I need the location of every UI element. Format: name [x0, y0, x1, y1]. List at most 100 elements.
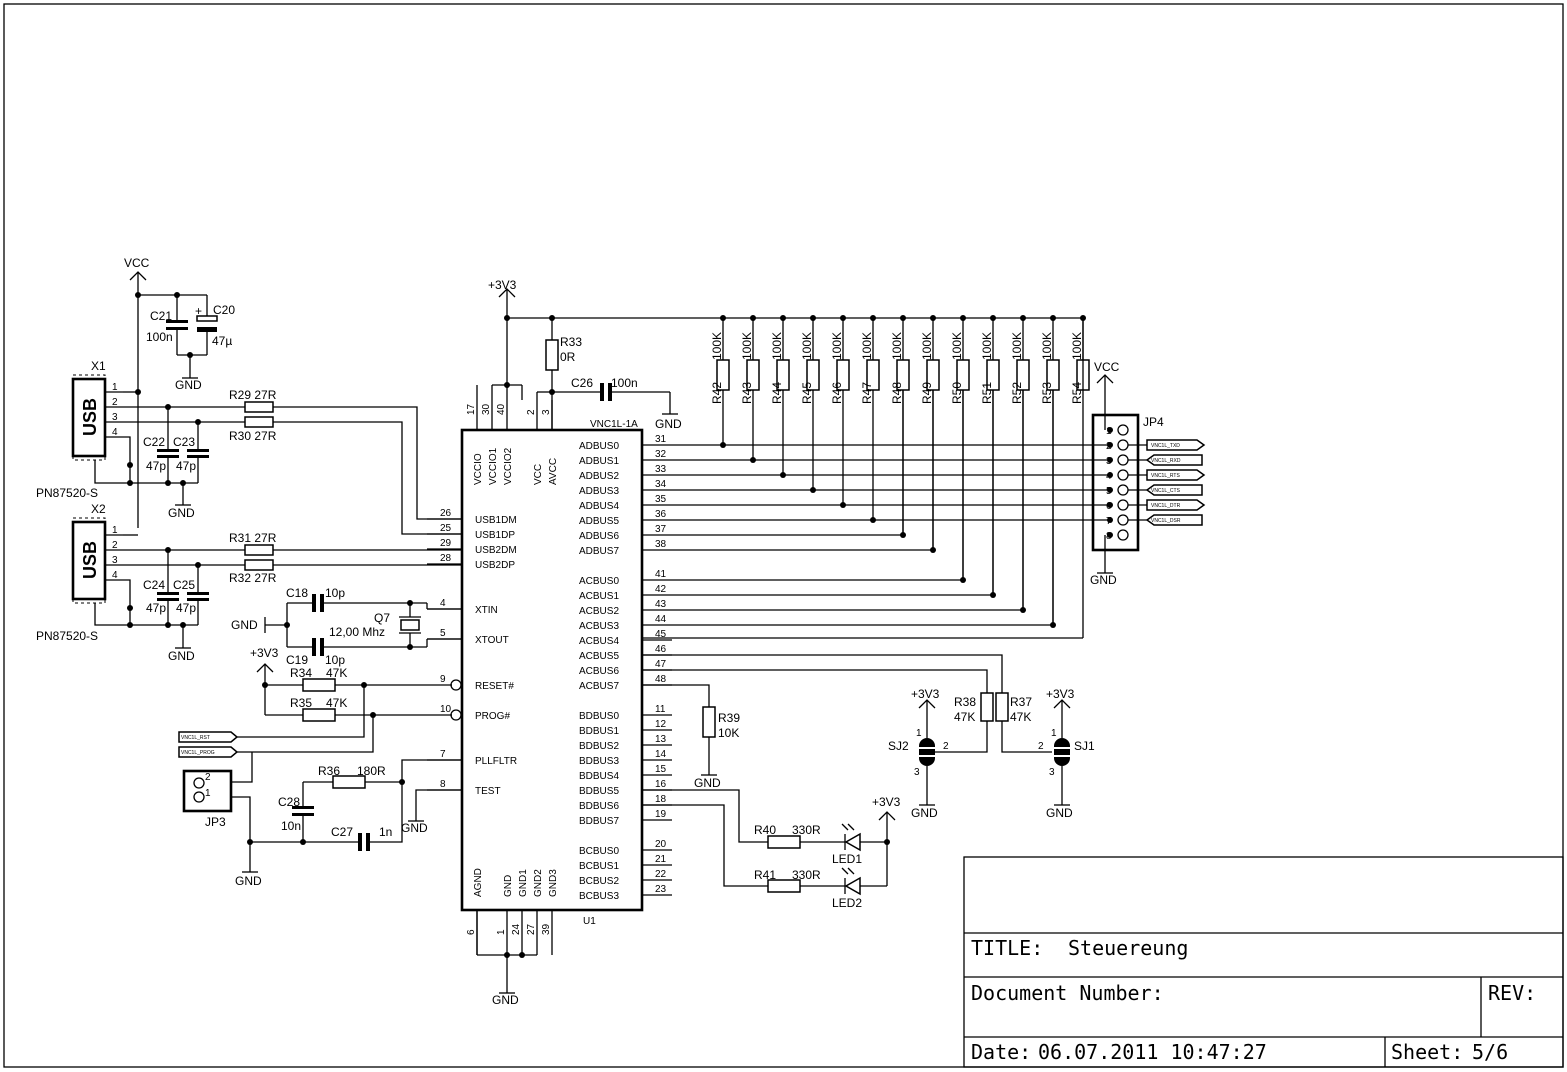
junction-dot: [930, 315, 936, 321]
r40-value: 330R: [792, 823, 821, 837]
ic-pin-38-number: 38: [655, 539, 667, 550]
ic-pin-17-number: 17: [466, 403, 477, 415]
gnd-label-r39: GND: [694, 776, 721, 790]
jp4-pin-7: [1117, 514, 1129, 526]
usb-pin-1: 1: [112, 525, 118, 536]
resistor-r38: [980, 692, 994, 722]
ic-pin-7-number: 7: [440, 749, 446, 760]
capacitor-c28: [292, 806, 314, 809]
v33-label-sj2: +3V3: [911, 687, 940, 701]
c19-value: 10p: [325, 653, 345, 667]
resistor-r33: [545, 339, 559, 371]
junction-dot: [1107, 532, 1113, 538]
junction-dot: [960, 315, 966, 321]
junction-dot: [810, 315, 816, 321]
r35-ref: R35: [290, 696, 312, 710]
net-rst-label: VNC1L_RST: [181, 735, 210, 741]
resistor-r29: [244, 401, 274, 413]
ic-pin-24-name: GND1: [518, 869, 529, 897]
ic-pin-9-name: RESET#: [475, 681, 514, 692]
ic-pin-3-name: AVCC: [548, 458, 559, 485]
pullup-resistor-array: R42100KR43100KR44100KR45100KR46100KR4710…: [672, 315, 1110, 628]
gnd-label-c20: GND: [175, 378, 202, 392]
ic-pin-20-number: 20: [655, 839, 667, 850]
ic-pin-30-name: VCCIO1: [488, 447, 499, 485]
ic-pin-15-name: BDBUS4: [579, 771, 619, 782]
sj2-pin-2: 2: [943, 741, 949, 752]
vcc-label-usb: VCC: [124, 256, 150, 270]
r37-ref: R37: [1010, 695, 1032, 709]
usb-series-resistors: R29 27R R30 27R R31 27R R32 27R C22 C23 …: [94, 388, 462, 663]
jp4-pin-5: [1117, 484, 1129, 496]
ic-pin-36-number: 36: [655, 509, 667, 520]
ic-pin-14-name: BDBUS3: [579, 756, 619, 767]
resistor-r34: [302, 678, 336, 692]
resistor-r40: [767, 835, 801, 849]
c19-ref: C19: [286, 653, 308, 667]
ic-pin-24-number: 24: [511, 923, 522, 935]
ic-pin-41-name: ACBUS0: [579, 576, 619, 587]
pullup-R47-value: 100K: [860, 332, 874, 360]
junction-dot: [1107, 457, 1113, 463]
v33-label-led: +3V3: [872, 795, 901, 809]
junction-dot: [900, 315, 906, 321]
c22-value: 47p: [146, 459, 166, 473]
net-flag-vnc1l_txd: [1146, 439, 1206, 451]
usb-pin-1: 1: [112, 382, 118, 393]
r30-label: R30 27R: [229, 429, 277, 443]
solder-jumper-sj2: [919, 738, 935, 766]
net-flag-vnc1l_dsr: [1145, 514, 1203, 526]
net-flag-vnc1l_rxd-label: VNC1L_RXD: [1151, 458, 1181, 464]
q7-frequency: 12,00 Mhz: [329, 625, 385, 639]
sj2-pin-3: 3: [914, 767, 920, 778]
c18-ref: C18: [286, 586, 308, 600]
junction-dot: [1107, 487, 1113, 493]
date-value: 06.07.2011 10:47:27: [1038, 1040, 1267, 1064]
ic-pin-42-name: ACBUS1: [579, 591, 619, 602]
usb-label: USB: [80, 541, 100, 579]
jp4-pin-2: [1117, 439, 1129, 451]
c26-value: 100n: [611, 376, 638, 390]
ic-pin-8-number: 8: [440, 779, 446, 790]
ic-pin-28-name: USB2DP: [475, 560, 515, 571]
junction-dot: [1107, 517, 1113, 523]
c23-value: 47p: [176, 459, 196, 473]
ic-pin-32-name: ADBUS1: [579, 456, 619, 467]
ic-pin-35-number: 35: [655, 494, 667, 505]
net-flag-vnc1l_dtr-label: VNC1L_DTR: [1151, 503, 1181, 509]
capacitor-c18: [312, 594, 316, 612]
ic-pin-34-name: ADBUS3: [579, 486, 619, 497]
net-flag-vnc1l_dsr-label: VNC1L_DSR: [1151, 518, 1181, 524]
c25-ref: C25: [173, 578, 195, 592]
jp4-pin-8: [1117, 529, 1129, 541]
ic-pin-12-number: 12: [655, 719, 667, 730]
ic-pin-1-number: 1: [496, 929, 507, 935]
ic-pin-43-name: ACBUS2: [579, 606, 619, 617]
ic-pin-30-number: 30: [481, 403, 492, 415]
ic-pin-29-number: 29: [440, 538, 452, 549]
c22-ref: C22: [143, 435, 165, 449]
junction-dot: [990, 315, 996, 321]
ic-pin-42-number: 42: [655, 584, 667, 595]
sj2-ref: SJ2: [888, 739, 909, 753]
usb-pin-2: 2: [112, 540, 118, 551]
ic-pin-6-number: 6: [466, 929, 477, 935]
net-flag-rst: [178, 731, 239, 743]
r41-value: 330R: [792, 868, 821, 882]
sj2-pin-1: 1: [916, 728, 922, 739]
led1-ref: LED1: [832, 852, 862, 866]
sheet-label: Sheet:: [1391, 1040, 1463, 1064]
r39-value: 10K: [718, 726, 739, 740]
ic-pin-38-name: ADBUS7: [579, 546, 619, 557]
pullup-R48-ref: R48: [890, 382, 904, 404]
pullup-R51-ref: R51: [980, 382, 994, 404]
date-label: Date:: [971, 1040, 1031, 1064]
c20-value: 47µ: [212, 334, 232, 348]
capacitor-c19: [312, 638, 316, 656]
ic-pin-26-name: USB1DM: [475, 515, 517, 526]
ic-pin-16-number: 16: [655, 779, 667, 790]
c25-value: 47p: [176, 601, 196, 615]
resistor-r37: [995, 692, 1009, 722]
